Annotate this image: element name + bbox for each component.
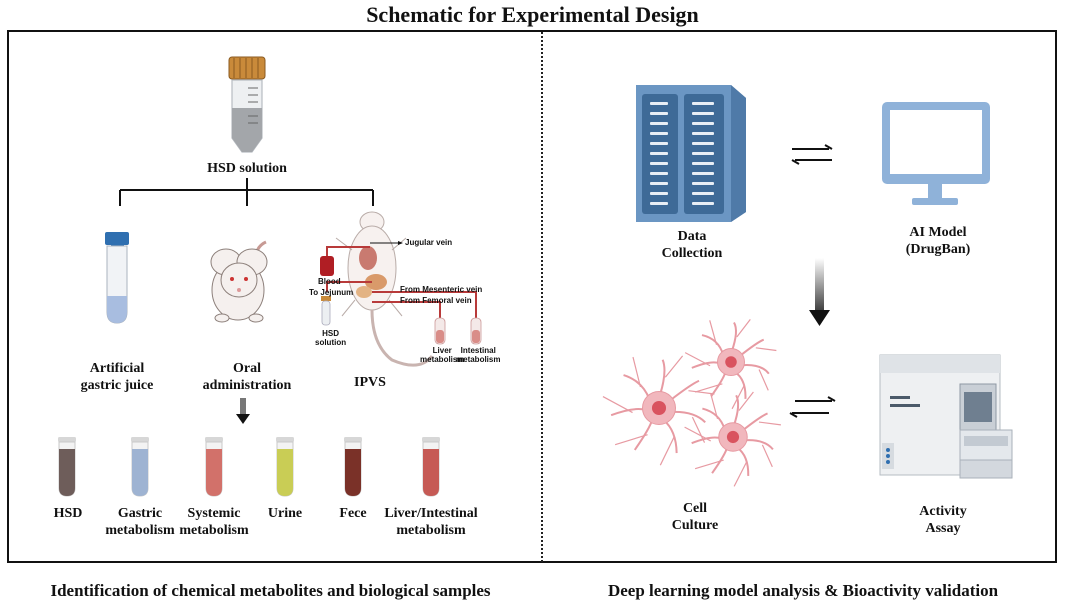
server-icon — [636, 85, 746, 222]
sample-tube-icon — [344, 437, 362, 497]
intestinal-small-tube-icon — [470, 317, 482, 345]
blood-label: Blood — [318, 277, 341, 286]
sample-tube-icon — [131, 437, 149, 497]
hsd-solution-label: HSD solution — [207, 161, 287, 176]
neuron-cell-icon — [602, 355, 715, 466]
right-footer: Deep learning model analysis & Bioactivi… — [607, 581, 999, 600]
mesenteric-vein-label: From Mesenteric vein — [400, 285, 483, 294]
sample-label-urine: Urine — [267, 506, 303, 521]
neuron-cell-icon — [684, 391, 781, 487]
falcon-tube-icon — [228, 56, 266, 153]
oral-down-arrow — [236, 398, 250, 424]
neuron-icon — [602, 319, 781, 487]
assay-instrument-icon — [879, 354, 1013, 479]
branch-bracket — [119, 178, 374, 206]
ipvs-vessel-lines — [326, 246, 477, 318]
model-down-arrow — [809, 258, 830, 326]
jugular-vein-label: Jugular vein — [405, 238, 453, 247]
rat-icon — [210, 240, 268, 323]
to-jejunum-label: To Jejunum — [309, 288, 354, 297]
blood-tube-icon — [320, 256, 334, 276]
figure-title: Schematic for Experimental Design — [366, 2, 699, 27]
left-footer: Identification of chemical metabolites a… — [50, 581, 491, 600]
sample-label-fece: Fece — [339, 506, 367, 521]
exchange-arrows-top — [791, 144, 833, 165]
gastric-juice-tube-icon — [105, 232, 129, 324]
sample-label-hsd: HSD — [53, 506, 83, 521]
sample-tube-icon — [276, 437, 294, 497]
hsd-small-tube-icon — [321, 296, 331, 326]
sample-tube-icon — [205, 437, 223, 497]
femoral-vein-label: From Femoral vein — [400, 296, 472, 305]
ai-model-label: AI Model(DrugBan) — [905, 225, 971, 257]
liver-small-tube-icon — [434, 317, 446, 345]
sample-tube-icon — [58, 437, 76, 497]
figure-frame — [7, 30, 1057, 563]
panel-divider — [541, 32, 543, 562]
exchange-arrows-bottom — [789, 396, 836, 418]
neuron-cell-icon — [684, 319, 777, 410]
sample-tube-icon — [422, 437, 440, 497]
ipvs-label: IPVS — [354, 375, 386, 390]
monitor-icon — [882, 102, 990, 205]
